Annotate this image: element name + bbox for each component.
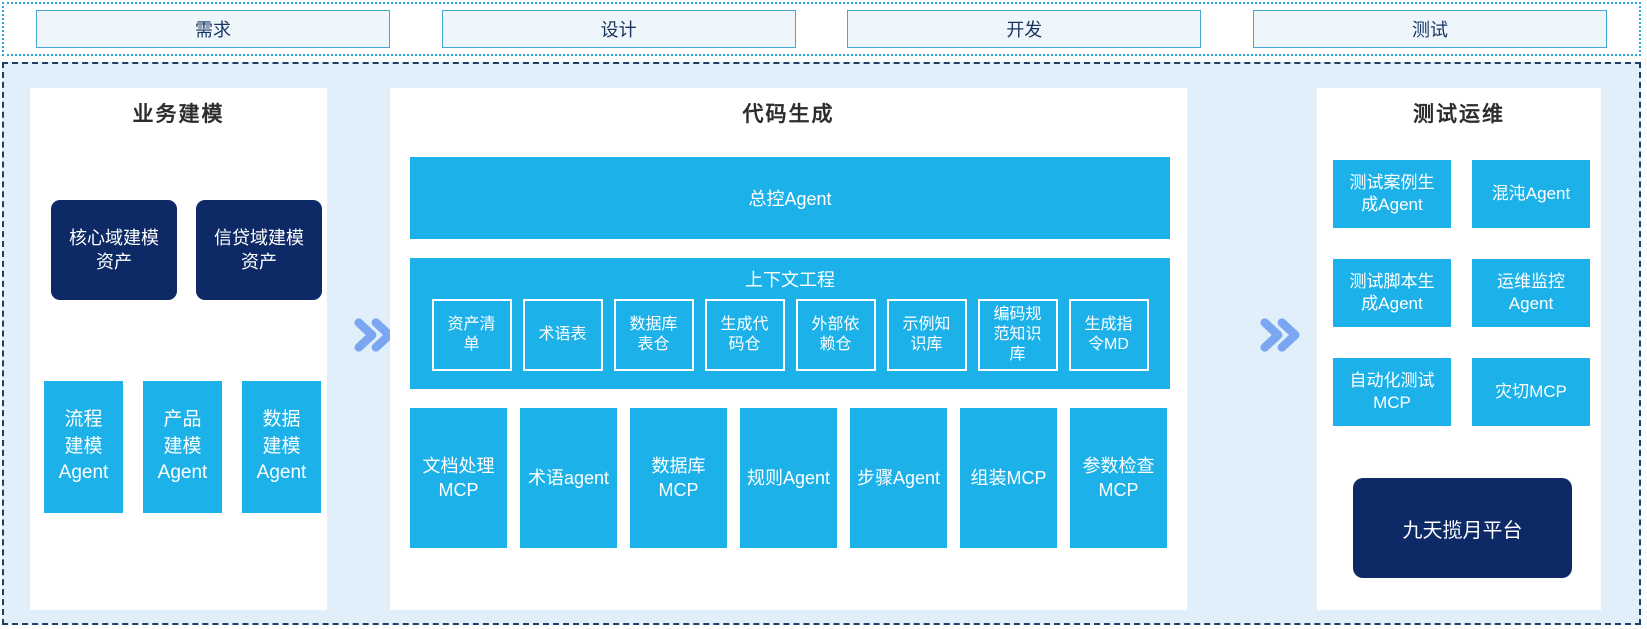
context-item-db-table-repo: 数据库 表仓 xyxy=(613,299,694,371)
phase-bar: 需求 设计 开发 测试 xyxy=(2,2,1641,56)
box-core-domain-assets: 核心域建模 资产 xyxy=(51,200,177,300)
context-item-example-kb: 示例知 识库 xyxy=(886,299,967,371)
box-terminology-agent: 术语agent xyxy=(520,408,617,548)
box-database-mcp: 数据库 MCP xyxy=(630,408,727,548)
box-jiutian-lanyue-platform: 九天揽月平台 xyxy=(1353,478,1572,578)
box-step-agent: 步骤Agent xyxy=(850,408,947,548)
context-engineering-bar: 上下文工程 资产清 单 术语表 数据库 表仓 生成代 码仓 外部依 赖仓 示例知… xyxy=(410,258,1170,389)
box-product-modeling-agent: 产品 建模 Agent xyxy=(143,381,222,513)
box-disaster-switch-mcp: 灾切MCP xyxy=(1472,358,1590,426)
context-item-gen-instruction-md: 生成指 令MD xyxy=(1068,299,1149,371)
test-ops-title: 测试运维 xyxy=(1413,103,1505,126)
box-param-check-mcp: 参数检查 MCP xyxy=(1070,408,1167,548)
master-agent-bar: 总控Agent xyxy=(410,157,1170,239)
box-chaos-agent: 混沌Agent xyxy=(1472,160,1590,228)
context-item-glossary: 术语表 xyxy=(522,299,603,371)
modeling-agent-row: 流程 建模 Agent 产品 建模 Agent 数据 建模 Agent xyxy=(44,381,321,513)
box-doc-processing-mcp: 文档处理 MCP xyxy=(410,408,507,548)
chevrons-right-icon xyxy=(1260,318,1300,352)
box-assembly-mcp: 组装MCP xyxy=(960,408,1057,548)
panel-test-ops: 测试运维 测试案例生 成Agent 混沌Agent 测试脚本生 成Agent 运… xyxy=(1317,88,1601,610)
box-auto-test-mcp: 自动化测试 MCP xyxy=(1333,358,1451,426)
test-ops-grid: 测试案例生 成Agent 混沌Agent 测试脚本生 成Agent 运维监控 A… xyxy=(1333,160,1590,426)
panel-business-modeling: 业务建模 核心域建模 资产 信贷域建模 资产 流程 建模 Agent 产品 建模… xyxy=(30,88,327,610)
context-item-coding-standard-kb: 编码规 范知识 库 xyxy=(977,299,1058,371)
pipeline-container: 业务建模 核心域建模 资产 信贷域建模 资产 流程 建模 Agent 产品 建模… xyxy=(2,62,1641,625)
box-test-case-gen-agent: 测试案例生 成Agent xyxy=(1333,160,1451,228)
box-ops-monitoring-agent: 运维监控 Agent xyxy=(1472,259,1590,327)
chevrons-right-icon xyxy=(354,318,394,352)
mcp-agent-row: 文档处理 MCP 术语agent 数据库 MCP 规则Agent 步骤Agent… xyxy=(410,408,1167,548)
context-engineering-title: 上下文工程 xyxy=(745,270,835,290)
context-item-asset-list: 资产清 单 xyxy=(431,299,512,371)
code-generation-title: 代码生成 xyxy=(742,103,835,126)
context-item-external-deps-repo: 外部依 赖仓 xyxy=(795,299,876,371)
box-test-script-gen-agent: 测试脚本生 成Agent xyxy=(1333,259,1451,327)
context-items-row: 资产清 单 术语表 数据库 表仓 生成代 码仓 外部依 赖仓 示例知 识库 编码… xyxy=(410,299,1170,371)
box-credit-domain-assets: 信贷域建模 资产 xyxy=(196,200,322,300)
box-data-modeling-agent: 数据 建模 Agent xyxy=(242,381,321,513)
box-rule-agent: 规则Agent xyxy=(740,408,837,548)
phase-box-requirements: 需求 xyxy=(36,10,390,48)
phase-box-testing: 测试 xyxy=(1252,10,1607,48)
phase-box-development: 开发 xyxy=(847,10,1202,48)
box-process-modeling-agent: 流程 建模 Agent xyxy=(44,381,123,513)
context-item-gen-code-repo: 生成代 码仓 xyxy=(704,299,785,371)
phase-box-design: 设计 xyxy=(441,10,796,48)
modeling-asset-row: 核心域建模 资产 信贷域建模 资产 xyxy=(51,200,322,300)
panel-code-generation: 代码生成 总控Agent 上下文工程 资产清 单 术语表 数据库 表仓 生成代 … xyxy=(390,88,1187,610)
business-modeling-title: 业务建模 xyxy=(132,103,225,126)
